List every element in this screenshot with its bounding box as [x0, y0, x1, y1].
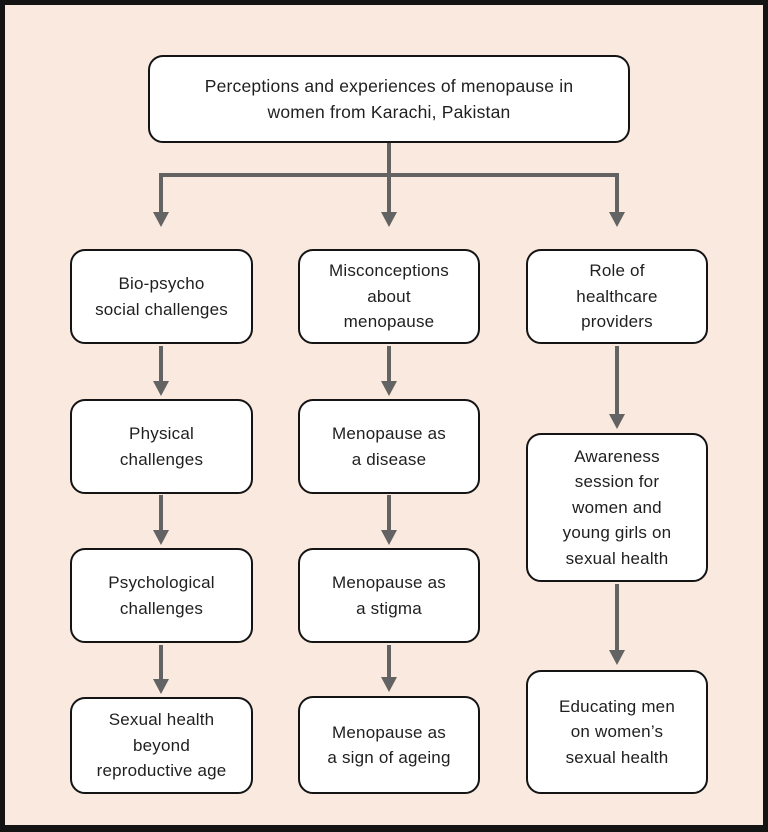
node-misconceptions-about-menopause: Misconceptions about menopause — [298, 249, 480, 344]
arrowhead-c2-r3-r4 — [381, 677, 397, 692]
node-educating-men: Educating men on women’s sexual health — [526, 670, 708, 794]
arrowhead-c3-r1-r2 — [609, 414, 625, 429]
node-psychological-challenges: Psychological challenges — [70, 548, 253, 643]
node-label: Psychological challenges — [108, 573, 215, 618]
arrowhead-c1-r2-r3 — [153, 530, 169, 545]
arrowhead-branch-middle — [381, 212, 397, 227]
node-label: Bio-psycho social challenges — [95, 274, 228, 319]
node-label: Awareness session for women and young gi… — [562, 446, 672, 568]
arrowhead-branch-right — [609, 212, 625, 227]
node-root-label: Perceptions and experiences of menopause… — [204, 75, 574, 122]
node-root: Perceptions and experiences of menopause… — [148, 55, 630, 143]
arrowhead-branch-left — [153, 212, 169, 227]
node-label: Menopause as a stigma — [332, 573, 446, 618]
node-physical-challenges: Physical challenges — [70, 399, 253, 494]
node-menopause-as-a-sign-of-ageing: Menopause as a sign of ageing — [298, 696, 480, 794]
node-label: Sexual health beyond reproductive age — [96, 710, 227, 781]
arrowhead-c3-r2-r3 — [609, 650, 625, 665]
arrowhead-c2-r1-r2 — [381, 381, 397, 396]
node-awareness-session: Awareness session for women and young gi… — [526, 433, 708, 582]
node-label: Misconceptions about menopause — [329, 261, 449, 332]
arrowhead-c1-r1-r2 — [153, 381, 169, 396]
node-menopause-as-a-disease: Menopause as a disease — [298, 399, 480, 494]
node-menopause-as-a-stigma: Menopause as a stigma — [298, 548, 480, 643]
arrowhead-c2-r2-r3 — [381, 530, 397, 545]
node-role-of-healthcare-providers: Role of healthcare providers — [526, 249, 708, 344]
node-label: Menopause as a disease — [332, 424, 446, 469]
node-sexual-health-beyond-reproductive-age: Sexual health beyond reproductive age — [70, 697, 253, 794]
node-label: Menopause as a sign of ageing — [327, 722, 451, 768]
node-label: Educating men on women’s sexual health — [558, 696, 675, 767]
node-bio-psycho-social-challenges: Bio-psycho social challenges — [70, 249, 253, 344]
arrowhead-c1-r3-r4 — [153, 679, 169, 694]
node-label: Physical challenges — [119, 424, 204, 469]
node-label: Role of healthcare providers — [576, 261, 658, 332]
